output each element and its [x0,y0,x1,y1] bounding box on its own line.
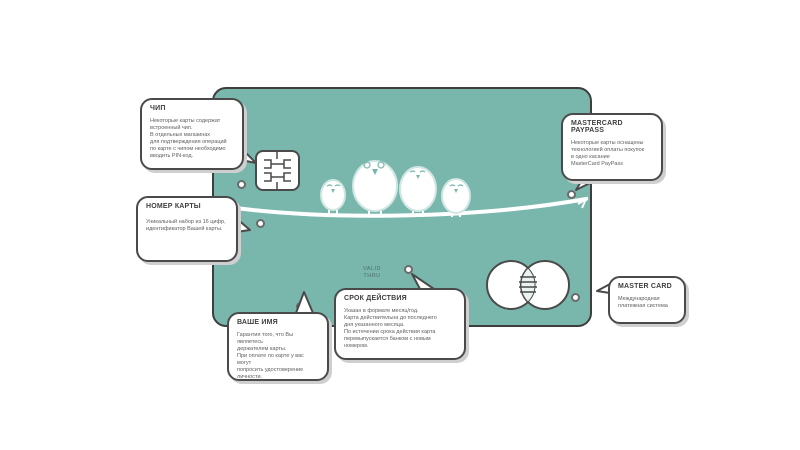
callout-title: СРОК ДЕЙСТВИЯ [344,295,407,302]
callout-title: НОМЕР КАРТЫ [146,203,201,210]
bird-icon [320,179,346,214]
marker-pin [404,265,413,274]
callout-title: ВАШЕ ИМЯ [237,319,278,326]
callout-name: ВАШЕ ИМЯ Гарантия того, что Вы являетесь… [227,312,329,381]
callout-card-number: НОМЕР КАРТЫ Уникальный набор из 16 цифр,… [136,196,238,262]
callout-text: Указан в формате месяц/год. Карта действ… [344,308,437,349]
wire-line [226,197,588,218]
callout-expiry: СРОК ДЕЙСТВИЯ Указан в формате месяц/год… [334,288,466,360]
callout-paypass: MASTERCARD PAYPASS Некоторые карты оснащ… [561,113,663,181]
bird-icon [352,160,398,217]
bird-icon [399,166,437,217]
marker-pin [571,293,580,302]
bird-icon [441,178,471,217]
valid-thru-label: VALID THRU [360,266,384,280]
callout-text: Некоторые карты содержат встроенный чип.… [150,118,227,159]
callout-title: MASTER CARD [618,283,672,290]
callout-chip: ЧИП Некоторые карты содержат встроенный … [140,98,244,170]
callout-title: MASTERCARD PAYPASS [571,120,623,134]
valid-thru-line: THRU [363,273,381,279]
mastercard-logo-icon [486,260,570,310]
callout-title: ЧИП [150,105,166,112]
callout-mastercard: MASTER CARD Международная платежная сист… [608,276,686,324]
callout-text: Уникальный набор из 16 цифр, идентификат… [146,219,226,232]
callout-text: Некоторые карты оснащены технологией опл… [571,140,645,167]
callout-text: Международная платежная система [618,296,668,309]
valid-thru-line: VALID [363,266,381,272]
marker-pin [237,180,246,189]
marker-pin [567,190,576,199]
callout-text: Гарантия того, что Вы являетесь держател… [237,332,304,380]
chip-icon [255,150,300,191]
marker-pin [256,219,265,228]
